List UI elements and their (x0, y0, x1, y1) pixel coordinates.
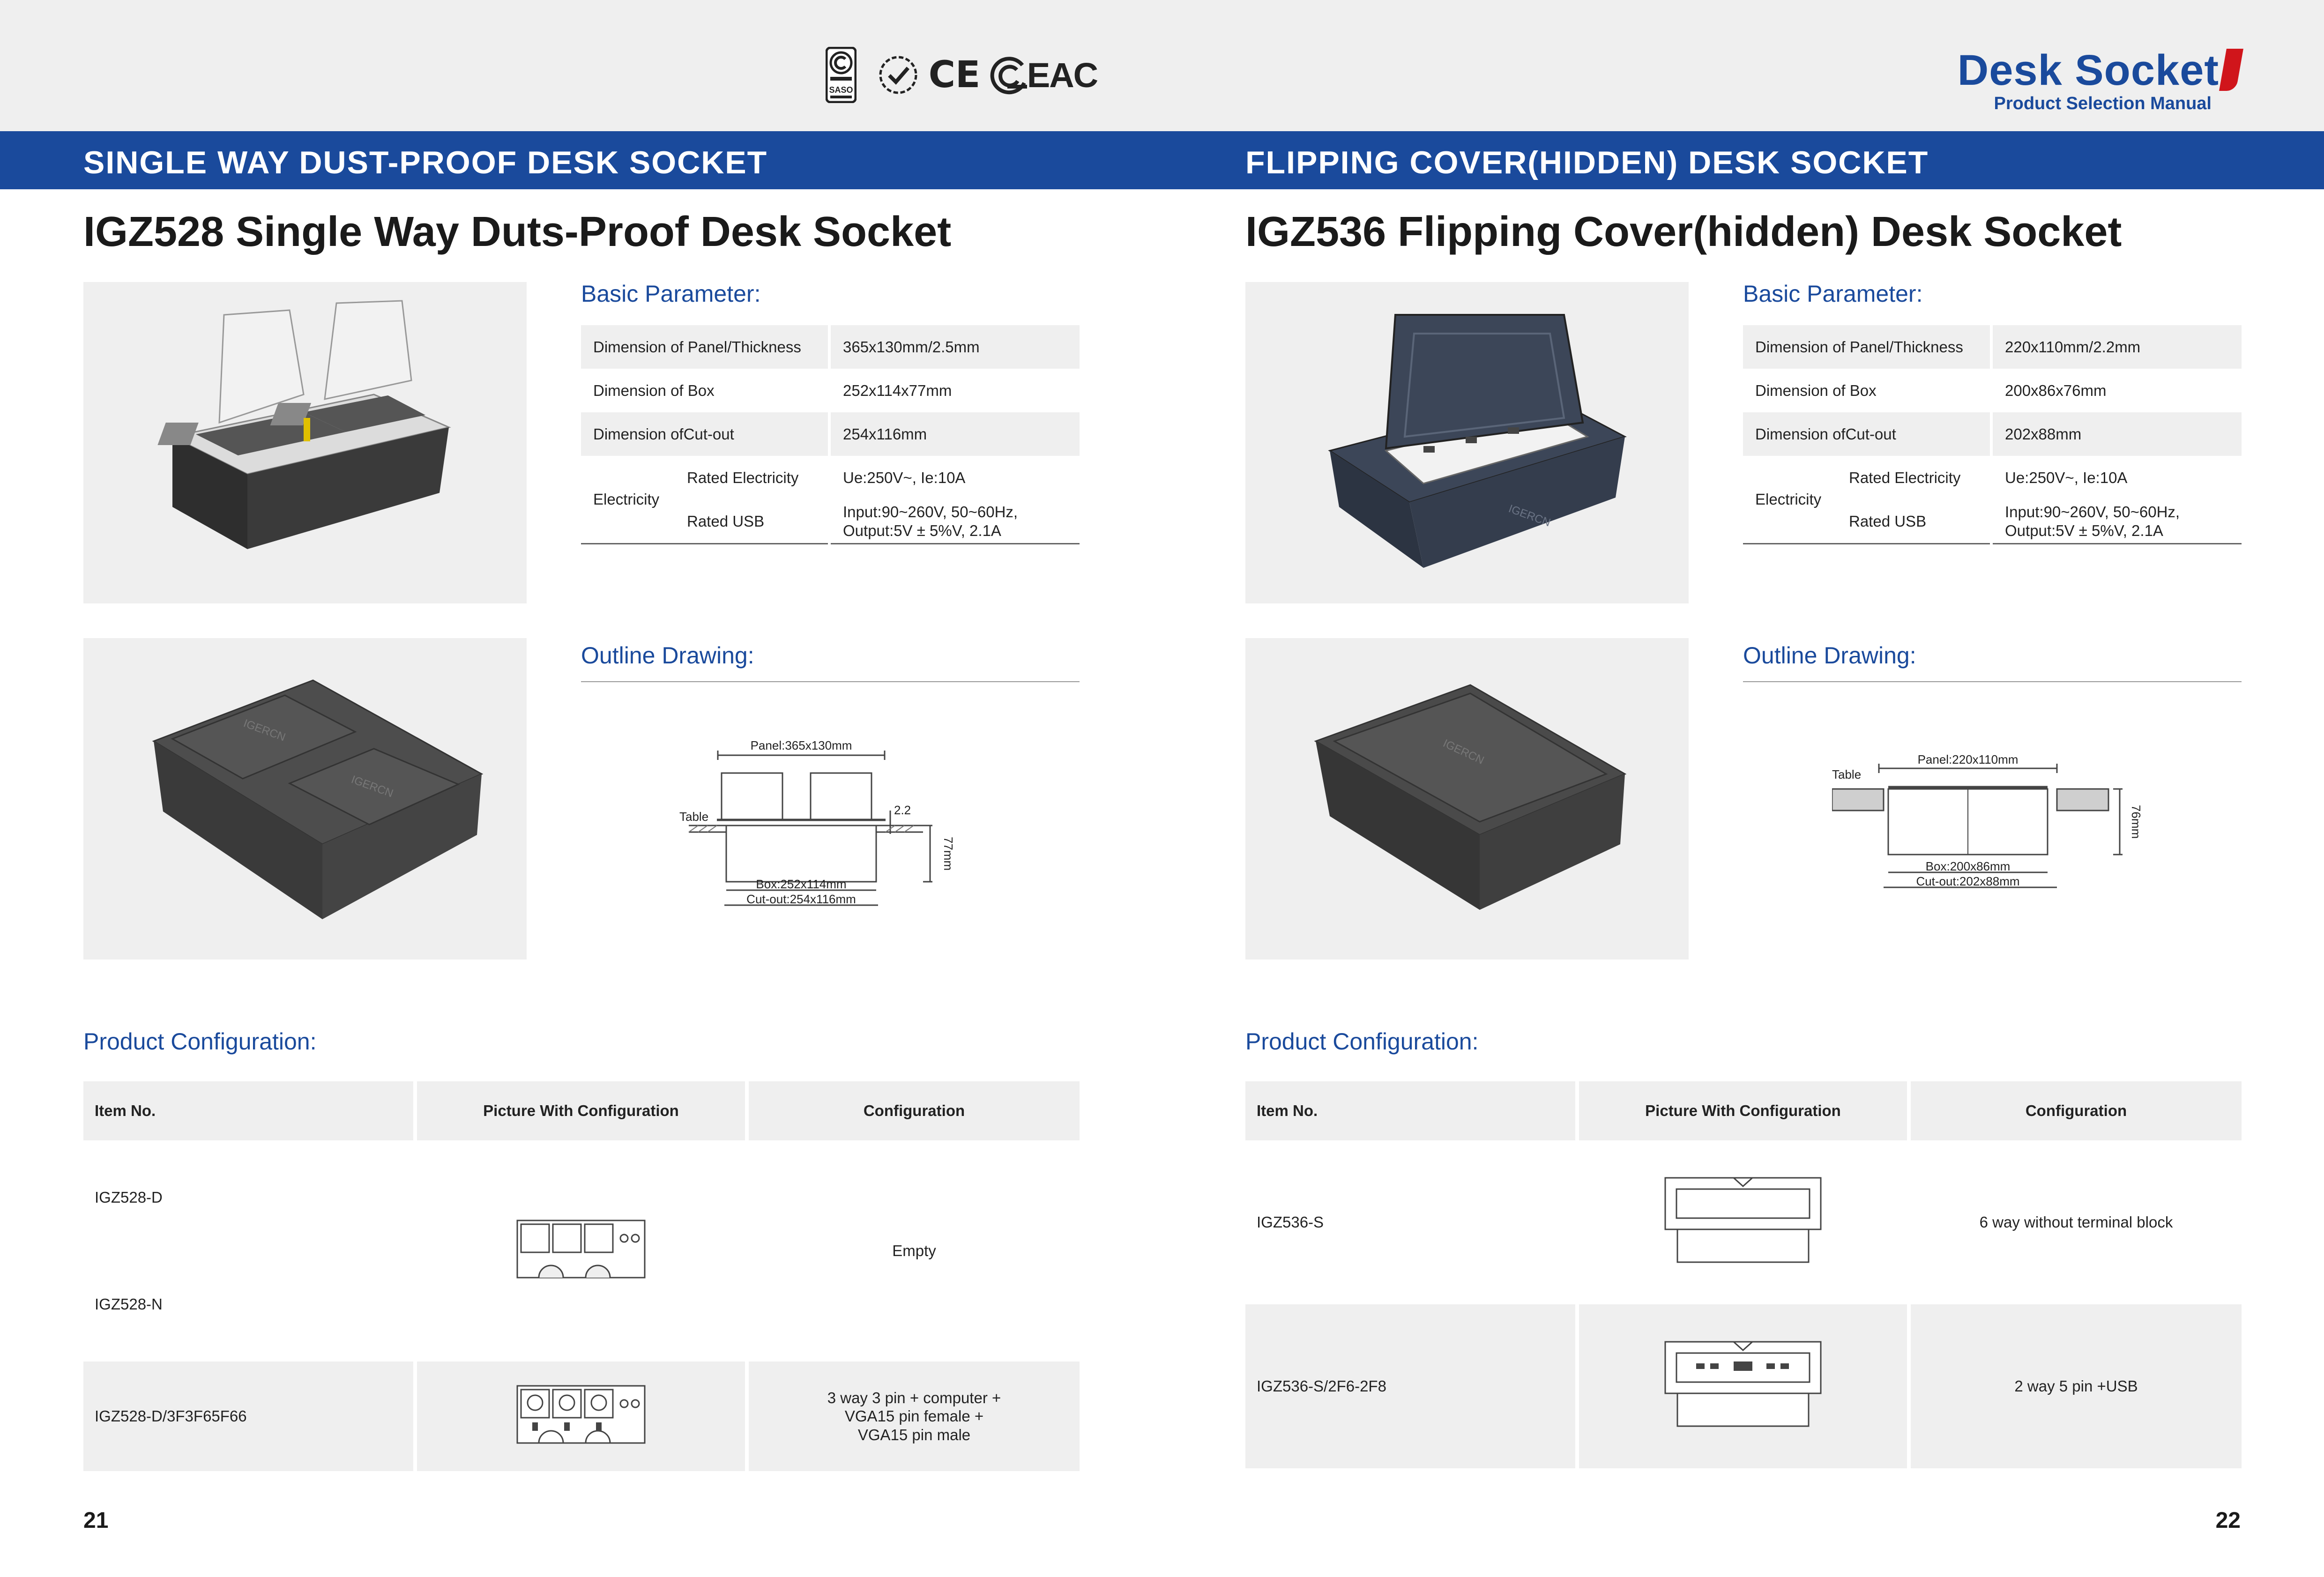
eac-mark: EAC (1027, 55, 1098, 95)
config-row: IGZ536-S 6 way without terminal block (1245, 1140, 2242, 1304)
product-title-left: IGZ528 Single Way Duts-Proof Desk Socket (83, 208, 952, 255)
brand-subtitle: Product Selection Manual (1994, 94, 2212, 113)
socket-2way-usb-diagram (1664, 1341, 1822, 1427)
saso-certification-icon: SASO (826, 47, 857, 103)
drawing-height-label: 77mm (941, 837, 955, 870)
drawing-thickness-label: 2.2 (894, 803, 911, 817)
saso-label: SASO (829, 85, 853, 95)
drawing-cutout-label: Cut-out:254x116mm (746, 892, 856, 906)
config-picture-cell (1575, 1304, 1909, 1468)
config-picture-cell (413, 1140, 747, 1361)
drawing-panel-label: Panel:365x130mm (751, 738, 852, 752)
config-header-row: Item No. Picture With Configuration Conf… (1245, 1081, 2242, 1140)
config-row: IGZ528-D/3F3F65F66 3 way 3 pin + compute… (83, 1361, 1080, 1471)
outline-drawing-left: Panel:365x130mm Table 2.2 77mm Box:252x1… (670, 736, 989, 923)
product-configuration-table-left: Item No. Picture With Configuration Conf… (83, 1081, 1080, 1471)
outline-heading-left: Outline Drawing: (581, 642, 754, 669)
quality-seal-icon (877, 47, 919, 103)
item-number: IGZ536-S (1257, 1213, 1324, 1231)
config-picture-cell (413, 1361, 747, 1471)
outline-drawing-right: Panel:220x110mm Table 76mm Box:200x86mm … (1831, 745, 2151, 904)
item-number: IGZ536-S/2F6-2F8 (1245, 1304, 1577, 1468)
page-number-right: 22 (2215, 1508, 2241, 1533)
drawing-box-label: Box:200x86mm (1926, 859, 2011, 873)
product-configuration-heading-right: Product Configuration: (1245, 1028, 1479, 1055)
outline-divider (581, 681, 1080, 682)
product-title-right: IGZ536 Flipping Cover(hidden) Desk Socke… (1245, 208, 2122, 255)
drawing-table-label: Table (1832, 767, 1861, 781)
outline-heading-right: Outline Drawing: (1743, 642, 1916, 669)
item-number: IGZ528-N (95, 1295, 163, 1313)
item-number: IGZ528-D (95, 1188, 163, 1206)
config-row: IGZ536-S/2F6-2F8 2 way 5 pin +USB (1245, 1304, 2242, 1468)
product-photo-closed-right: IGERCN (1245, 638, 1689, 960)
socket-6way-diagram (1664, 1177, 1822, 1263)
ce-mark: CE (928, 54, 981, 96)
drawing-box-label: Box:252x114mm (756, 877, 846, 891)
page-number-left: 21 (83, 1508, 109, 1533)
section-title-left: SINGLE WAY DUST-PROOF DESK SOCKET (83, 145, 768, 180)
basic-parameter-heading-right: Basic Parameter: (1743, 281, 1923, 307)
swirl-certification-icon (989, 47, 1031, 103)
outline-divider (1743, 681, 2242, 682)
brand-logo: Desk Socket Product Selection Manual (1957, 46, 2243, 114)
drawing-cutout-label: Cut-out:202x88mm (1916, 874, 2019, 888)
drawing-table-label: Table (679, 810, 708, 824)
product-photo-open-left (83, 282, 527, 603)
socket-empty-diagram (516, 1220, 646, 1279)
item-number: IGZ528-D/3F3F65F66 (83, 1361, 415, 1471)
product-configuration-heading-left: Product Configuration: (83, 1028, 317, 1055)
section-banner (0, 131, 2324, 189)
page-header (0, 0, 2324, 131)
basic-parameter-heading-left: Basic Parameter: (581, 281, 761, 307)
config-picture-cell (1575, 1140, 1909, 1304)
drawing-panel-label: Panel:220x110mm (1918, 752, 2019, 766)
socket-3way-diagram (516, 1385, 646, 1444)
product-photo-closed-left: IGERCN IGERCN (83, 638, 527, 960)
section-title-right: FLIPPING COVER(HIDDEN) DESK SOCKET (1245, 145, 1929, 180)
product-photo-open-right: IGERCN (1245, 282, 1689, 603)
config-header-row: Item No. Picture With Configuration Conf… (83, 1081, 1080, 1140)
product-configuration-table-right: Item No. Picture With Configuration Conf… (1245, 1081, 2242, 1468)
brand-title: Desk Socket (1957, 46, 2219, 94)
drawing-height-label: 76mm (2129, 805, 2143, 839)
